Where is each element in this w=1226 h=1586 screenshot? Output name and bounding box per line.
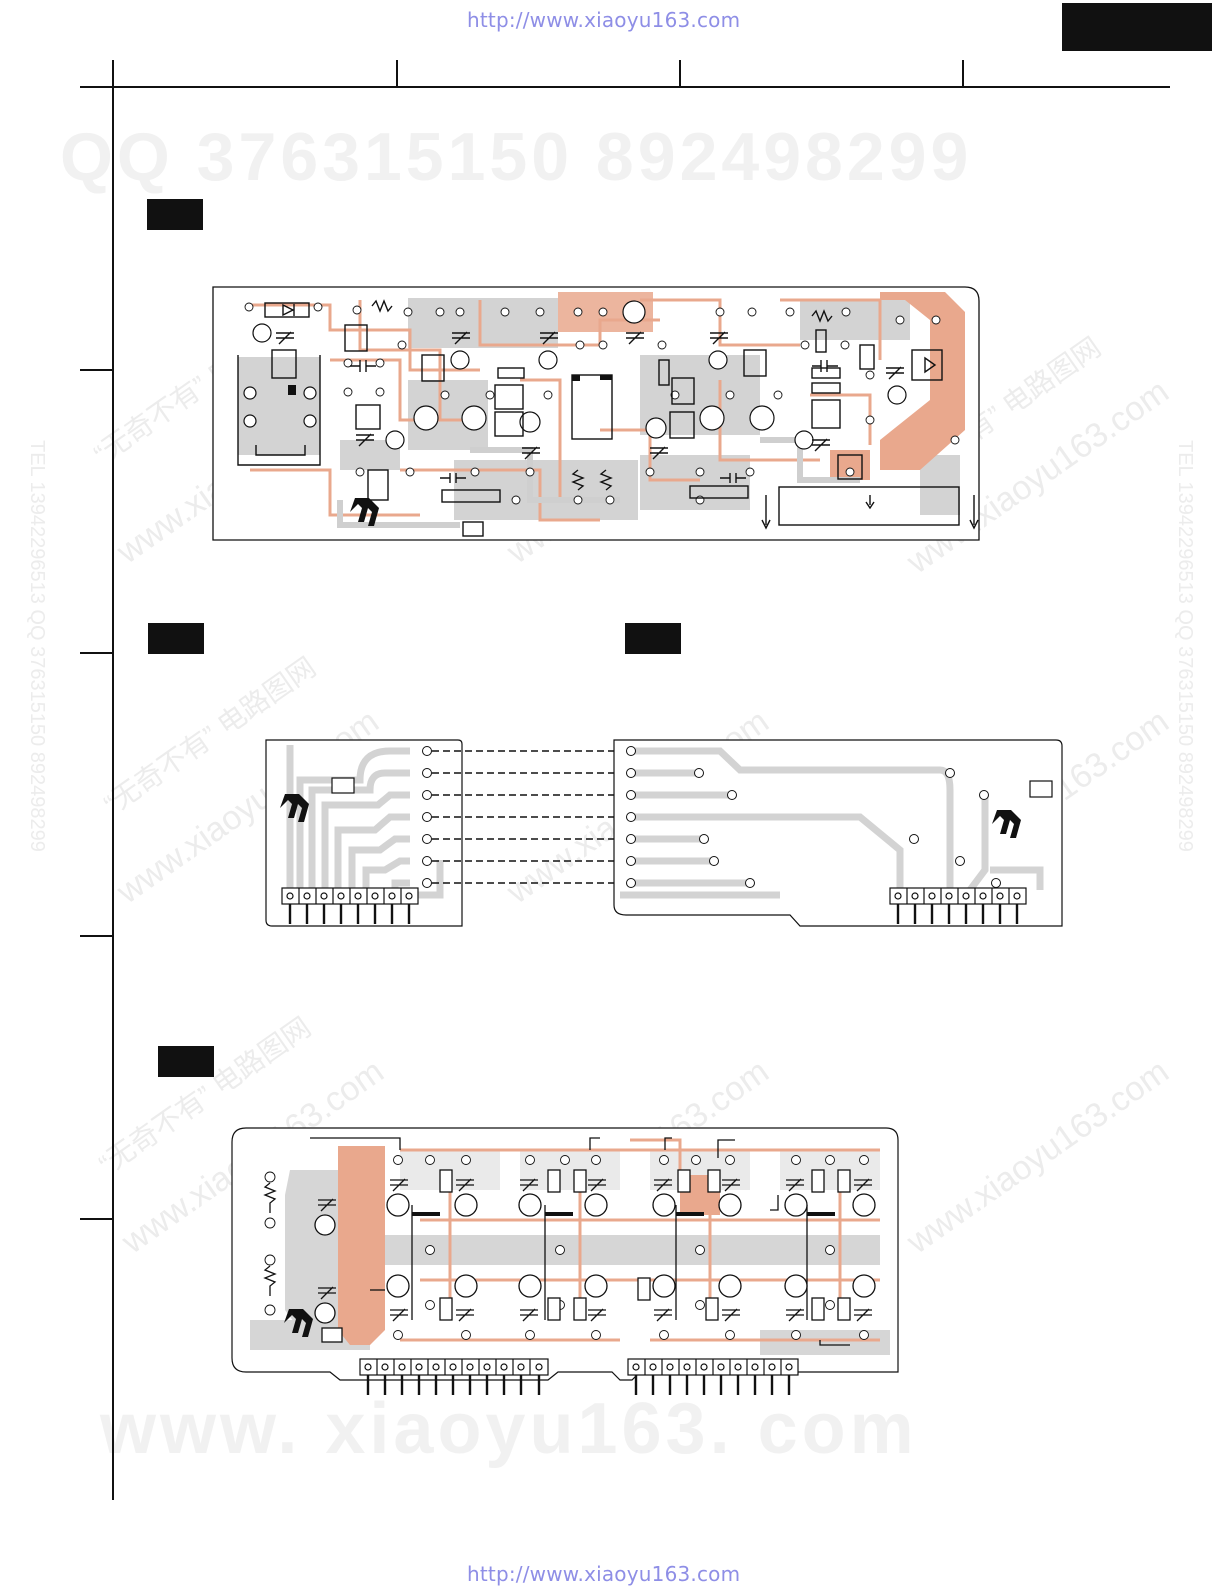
- connector-4a: [359, 1358, 549, 1376]
- connector-3: [889, 887, 1027, 905]
- page-frame: [80, 60, 1170, 1500]
- watermark-site: www. xiaoyu163. com: [100, 1389, 918, 1469]
- board-1: [212, 286, 980, 541]
- ul-logo-3: [992, 810, 1021, 838]
- section-label-4: [158, 1046, 214, 1077]
- watermark-qq: QQ 376315150 892498299: [60, 119, 973, 195]
- section-label-1: [147, 199, 203, 230]
- board-4: [231, 1127, 899, 1395]
- bottom-url[interactable]: http://www.xiaoyu163.com: [467, 1562, 741, 1586]
- top-url[interactable]: http://www.xiaoyu163.com: [467, 8, 741, 32]
- ul-logo-4: [284, 1309, 313, 1337]
- board-2: [265, 739, 463, 927]
- connector-2: [281, 887, 419, 905]
- connector-4b: [627, 1358, 799, 1376]
- section-label-3: [625, 623, 681, 654]
- ul-logo-1: [350, 498, 379, 526]
- ul-logo-2: [280, 794, 309, 822]
- board-3: [613, 739, 1063, 927]
- section-label-2: [148, 623, 204, 654]
- page-corner-tab: [1062, 3, 1212, 51]
